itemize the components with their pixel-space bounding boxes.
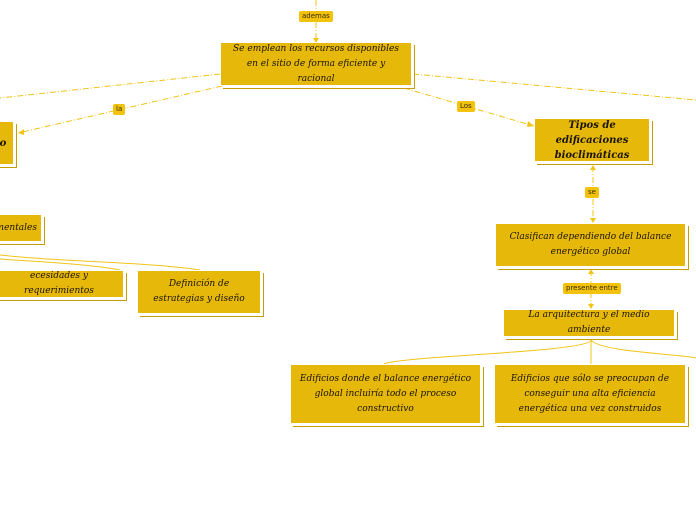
node-edificios-balance[interactable]: Edificios donde el balance energético gl… [290,364,481,424]
node-necesidades[interactable]: ecesidades y requerimientos [0,270,124,298]
node-edificios-balance-text: Edificios donde el balance energético gl… [299,373,472,414]
label-los: Los [457,101,475,112]
node-tipos[interactable]: Tipos de edificaciones bioclimáticas [534,118,650,162]
node-estrategias[interactable]: Definición de estrategias y diseño [137,270,261,314]
node-mentales[interactable]: mentales [0,214,42,242]
node-arquitectura[interactable]: La arquitectura y el medio ambiente [503,309,675,337]
node-tipos-text: Tipos de edificaciones bioclimáticas [554,119,630,161]
node-estrategias-text: Definición de estrategias y diseño [153,279,245,304]
node-arquitectura-text: La arquitectura y el medio ambiente [528,310,650,335]
label-ademas: ademas [299,11,333,22]
label-se: se [585,187,599,198]
node-left-partial[interactable]: o [0,121,14,165]
node-necesidades-text: ecesidades y requerimientos [24,271,94,296]
label-presente-entre: presente entre [563,283,621,294]
node-left-partial-text: o [0,137,7,149]
node-clasifican[interactable]: Clasifican dependiendo del balance energ… [495,223,686,267]
node-mentales-text: mentales [0,222,37,233]
label-la: la [113,104,126,115]
node-clasifican-text: Clasifican dependiendo del balance energ… [509,232,672,257]
node-edificios-eficiencia[interactable]: Edificios que sólo se preocupan de conse… [494,364,686,424]
node-recursos[interactable]: Se emplean los recursos disponibles en e… [220,42,412,86]
node-recursos-text: Se emplean los recursos disponibles en e… [233,43,399,84]
node-edificios-eficiencia-text: Edificios que sólo se preocupan de conse… [510,373,670,414]
